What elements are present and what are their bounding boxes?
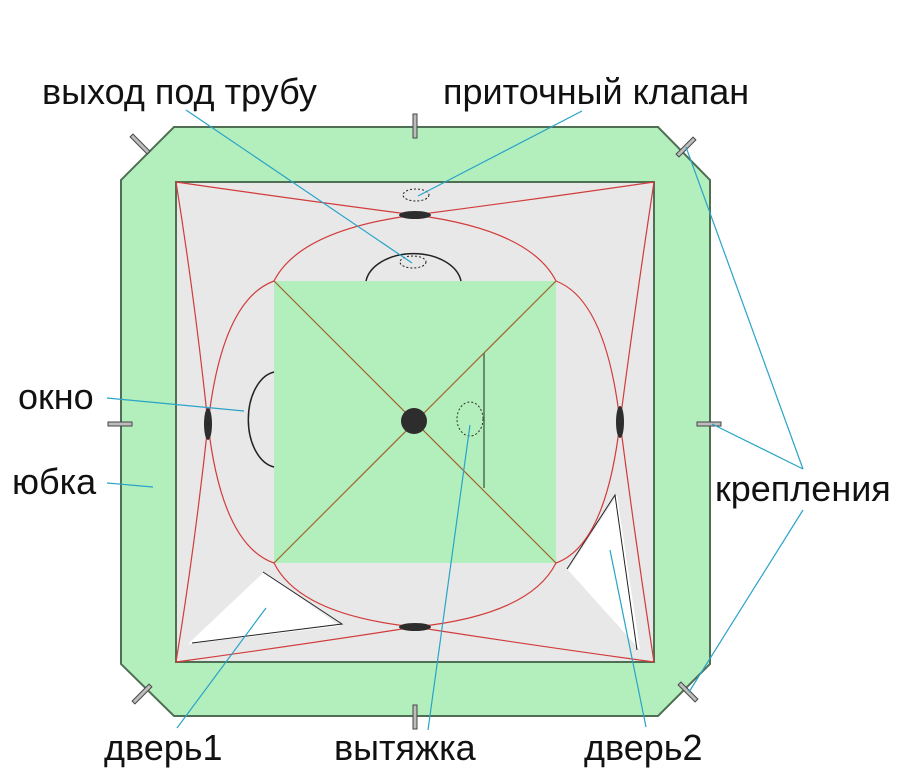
fastener-right xyxy=(696,421,722,427)
fastener-left xyxy=(107,421,133,427)
label-door2: дверь2 xyxy=(584,727,703,768)
intake-valve-hole xyxy=(402,188,430,202)
fastener-bottom-left xyxy=(131,683,153,705)
center-hub xyxy=(401,408,427,434)
label-skirt: юбка xyxy=(12,461,97,502)
leader-fastener-r xyxy=(711,423,804,470)
anchor-left xyxy=(204,408,212,440)
anchor-right xyxy=(616,406,624,438)
label-door1: дверь1 xyxy=(104,727,223,768)
leader-skirt xyxy=(106,482,154,488)
leader-lines xyxy=(106,109,804,731)
chimney-outlet-arc xyxy=(365,252,462,282)
door1-panel xyxy=(188,572,340,644)
seam-lines xyxy=(175,181,655,663)
leader-window xyxy=(106,397,245,412)
exhaust-hole xyxy=(456,401,484,437)
fastener-top xyxy=(412,113,418,139)
door2-zipper xyxy=(566,493,638,651)
leader-fastener-br xyxy=(688,509,804,693)
leader-fastener-tr xyxy=(685,146,804,470)
label-fasteners: крепления xyxy=(715,468,891,509)
leader-door1 xyxy=(176,607,267,729)
label-intake-valve: приточный клапан xyxy=(443,71,749,112)
leader-chimney xyxy=(185,109,413,264)
leader-intake xyxy=(417,110,583,197)
window-arc xyxy=(247,371,275,468)
door1-zipper xyxy=(191,571,344,644)
fastener-top-left xyxy=(129,133,151,155)
label-window: окно xyxy=(18,376,94,417)
label-chimney-outlet: выход под трубу xyxy=(42,71,317,112)
anchor-bottom xyxy=(399,623,431,631)
chimney-outlet-hole xyxy=(399,255,427,269)
leader-exhaust xyxy=(427,424,471,731)
label-exhaust: вытяжка xyxy=(334,727,477,768)
leader-door2 xyxy=(609,549,647,728)
fastener-bottom xyxy=(412,704,418,730)
anchor-top xyxy=(399,211,431,219)
